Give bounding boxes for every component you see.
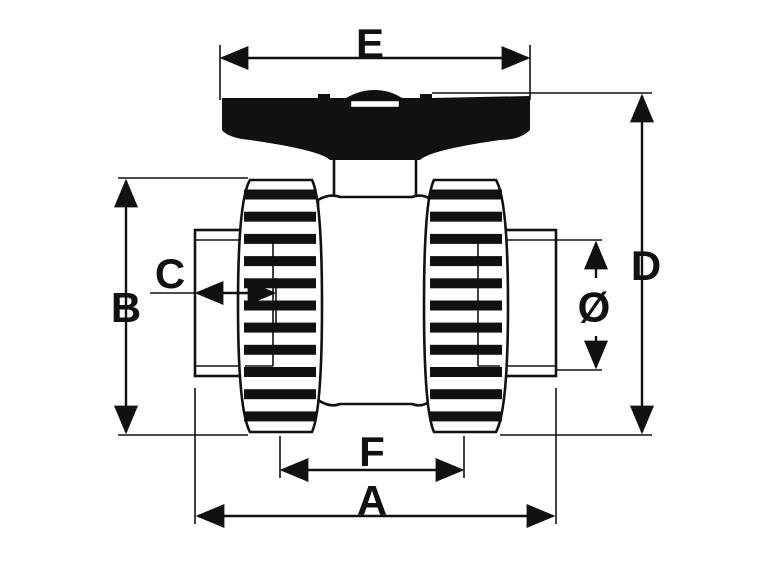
left-nut-rib [244, 189, 316, 200]
right-nut-rib [430, 189, 502, 200]
label-e: E [356, 20, 384, 67]
right-nut-ribs [430, 189, 502, 422]
label-c: C [155, 250, 185, 297]
right-nut-rib [430, 211, 502, 222]
label-o: Ø [578, 284, 611, 331]
left-nut-rib [244, 278, 316, 289]
left-nut-rib [244, 322, 316, 333]
label-b: B [111, 284, 141, 331]
valve-body [193, 90, 558, 434]
dimension-lines [114, 45, 654, 528]
valve-center-body [316, 194, 434, 407]
right-nut-rib [430, 233, 502, 244]
left-nut-rib [244, 211, 316, 222]
dimension-labels: E D B C Ø F A [111, 20, 661, 524]
right-nut-rib [430, 300, 502, 311]
left-nut-rib [244, 233, 316, 244]
handle-hub [348, 98, 402, 110]
left-nut-rib [244, 256, 316, 267]
label-f: F [359, 428, 385, 475]
right-nut-rib [430, 367, 502, 377]
right-nut-rib [430, 344, 502, 355]
left-union-nut [236, 178, 324, 434]
right-nut-rib [430, 322, 502, 333]
right-nut-rib [430, 278, 502, 289]
right-nut-rib [430, 411, 502, 422]
label-d: D [631, 242, 661, 289]
right-union-nut [422, 178, 510, 434]
valve-handle [222, 90, 530, 160]
right-nut-rib [430, 389, 502, 400]
left-nut-rib [244, 367, 316, 377]
left-nut-rib [244, 411, 316, 422]
right-nut-rib [430, 256, 502, 267]
left-nut-rib [244, 344, 316, 355]
left-nut-rib [244, 389, 316, 400]
left-nut-ribs [244, 189, 316, 422]
label-a: A [357, 477, 387, 524]
left-nut-rib [244, 300, 316, 311]
